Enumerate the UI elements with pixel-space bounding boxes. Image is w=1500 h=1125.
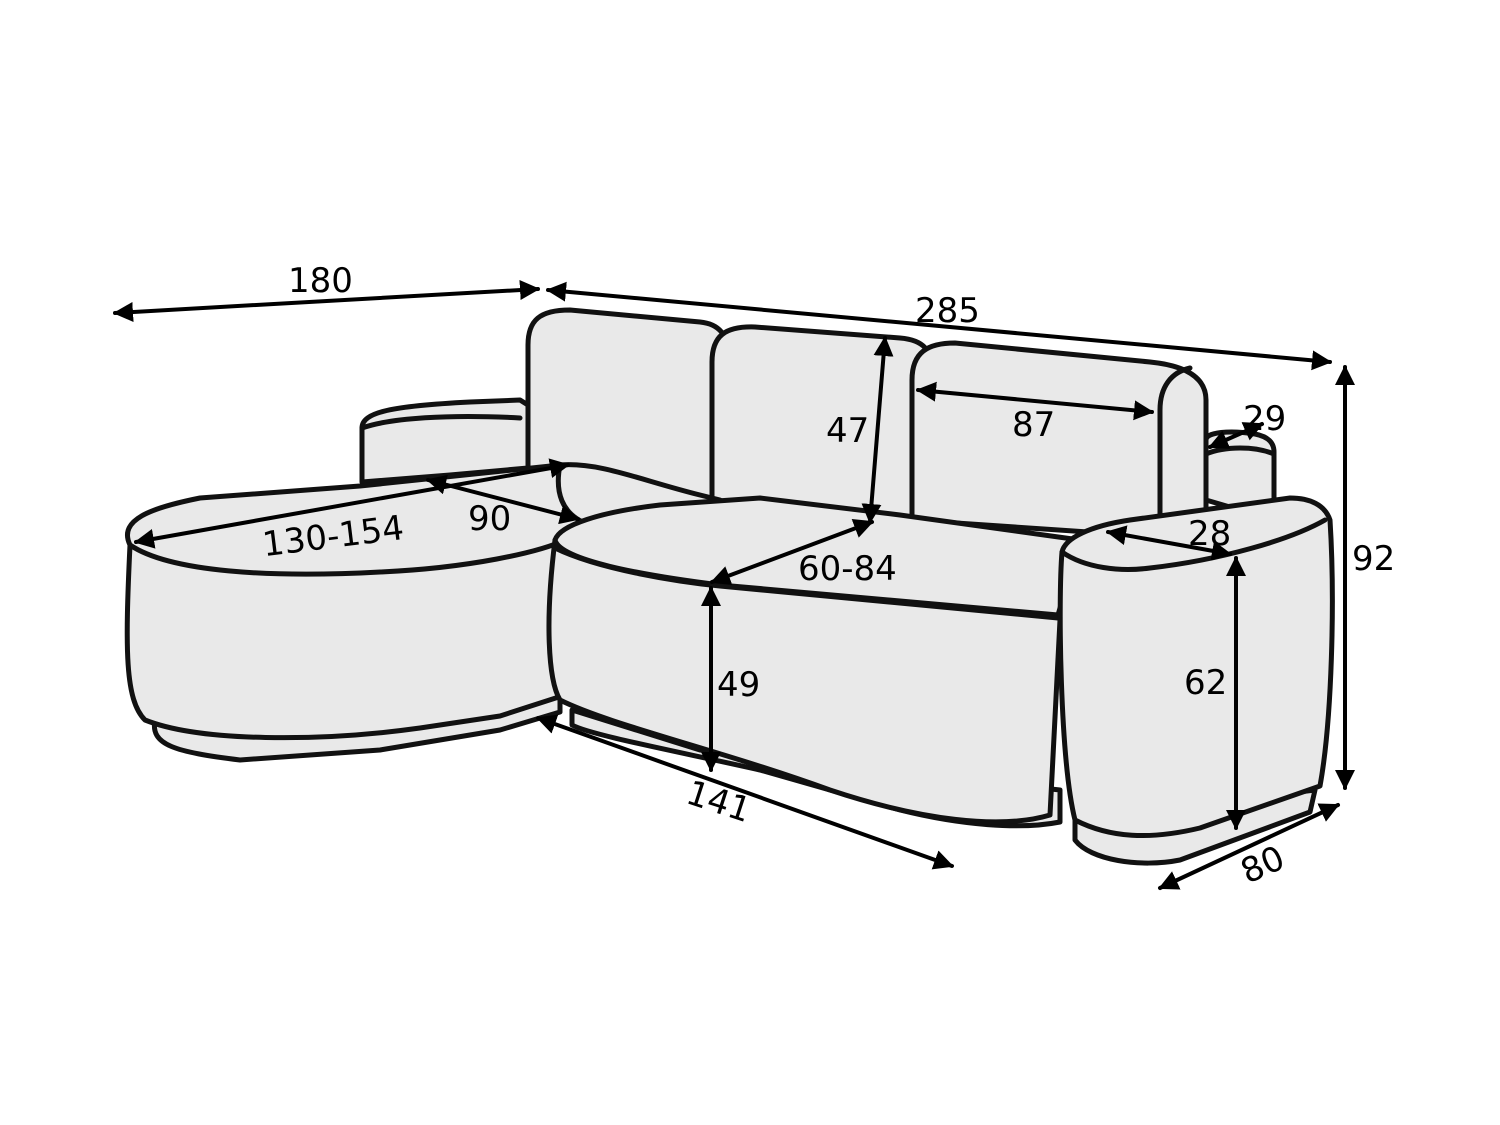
seat-front-seam [552, 545, 1061, 621]
chaise-body [124, 532, 568, 741]
front-armrest [1057, 495, 1335, 839]
total-width-arrow [546, 281, 1332, 371]
label-seat-width: 141 [682, 773, 756, 831]
label-total-height: 92 [1352, 539, 1395, 579]
label-armrest-width: 28 [1188, 514, 1231, 554]
seat-depth-arrow [710, 518, 874, 586]
label-total-depth: 80 [1235, 838, 1291, 892]
total-depth-arrow [1158, 803, 1340, 890]
front-armrest-top-seam [1059, 517, 1328, 572]
label-backrest-height: 47 [826, 411, 869, 451]
label-armrest-height: 62 [1184, 663, 1227, 703]
cushion-width-arrow [916, 381, 1154, 421]
label-seat-height: 49 [717, 665, 760, 705]
label-sleeping-width: 90 [468, 499, 511, 539]
label-seat-depth: 60-84 [798, 549, 897, 589]
label-cushion-width: 87 [1012, 405, 1055, 445]
label-total-width: 285 [915, 291, 980, 331]
dimension-arrows [113, 280, 1355, 890]
back-cushion-middle [709, 324, 935, 523]
label-chaise-depth: 180 [288, 261, 353, 301]
seat-width-arrow [536, 714, 954, 870]
backrest-height-arrow [861, 336, 894, 524]
back-armrest-width-arrow [1208, 422, 1264, 449]
armrest-width-arrow [1106, 525, 1232, 561]
chaise-depth-arrow [113, 280, 540, 322]
back-left-armrest-top-seam [359, 413, 523, 431]
label-back-armrest-width: 29 [1243, 399, 1286, 439]
sleeping-width-arrow [426, 474, 580, 525]
sofa-illustration [124, 307, 1335, 866]
